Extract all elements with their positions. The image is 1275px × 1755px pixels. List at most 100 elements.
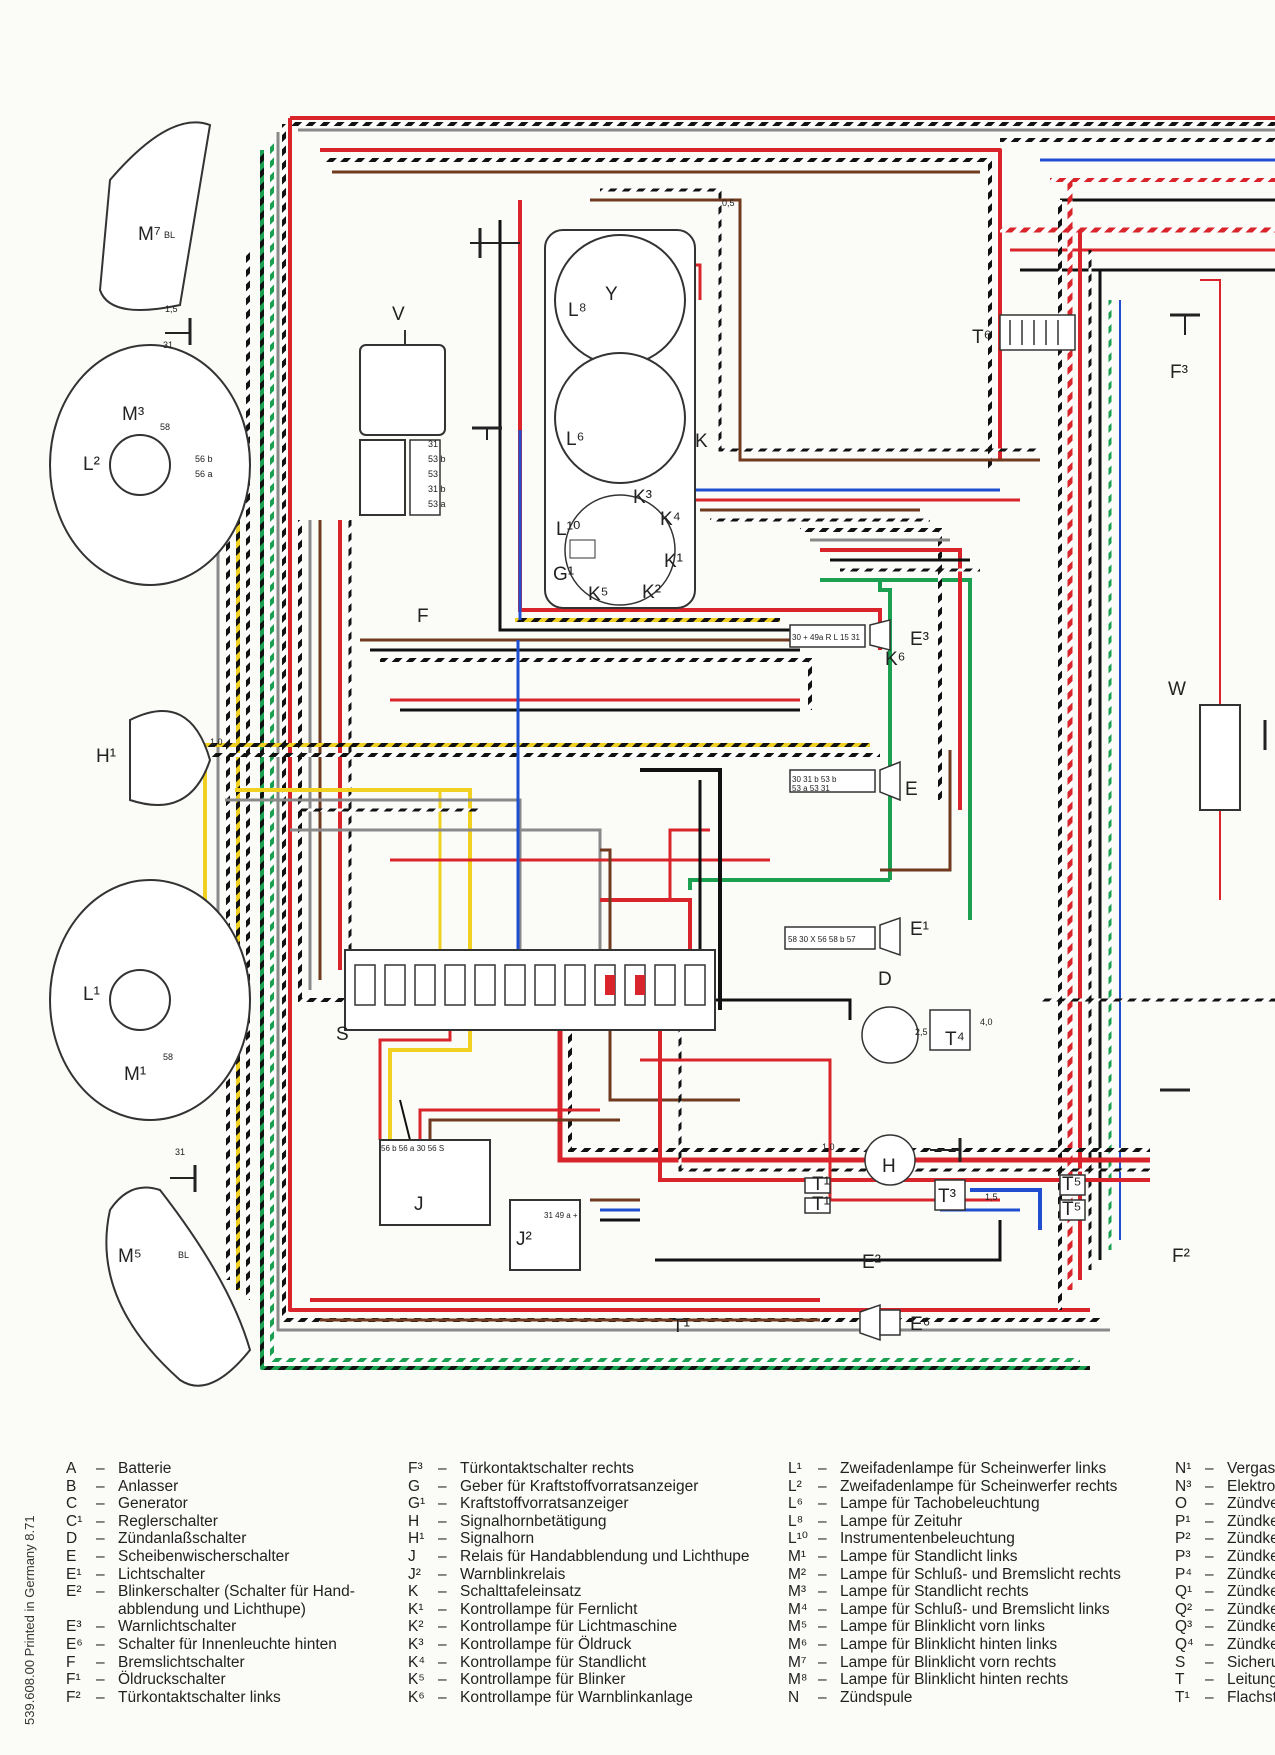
legend-item: E¹–Lichtschalter xyxy=(66,1566,355,1584)
legend-text: Lampe für Standlicht rechts xyxy=(840,1583,1029,1601)
legend-dash: – xyxy=(818,1635,827,1653)
legend-item: H–Signalhornbetätigung xyxy=(408,1513,750,1531)
pins-j: 56 b 56 a 30 56 S xyxy=(381,1144,444,1153)
label-K5: K⁵ xyxy=(588,584,609,605)
legend-code: F³ xyxy=(408,1460,423,1477)
label-J2: J² xyxy=(516,1229,532,1250)
legend-dash: – xyxy=(438,1600,447,1618)
legend-item: N³–Elektro xyxy=(1175,1478,1275,1496)
relays xyxy=(379,1139,581,1271)
legend-text: Kontrollampe für Blinker xyxy=(460,1671,626,1689)
legend-item: C–Generator xyxy=(66,1495,355,1513)
legend-code: L¹ xyxy=(788,1460,802,1477)
label-T6: T⁶ xyxy=(972,327,991,348)
legend-dash: – xyxy=(1205,1653,1214,1671)
legend-dash: – xyxy=(818,1583,827,1601)
legend-text: Bremslichtschalter xyxy=(118,1653,245,1671)
legend-item: E⁶–Schalter für Innenleuchte hinten xyxy=(66,1636,355,1654)
label-BL2: BL xyxy=(178,1250,189,1260)
legend-dash: – xyxy=(438,1688,447,1706)
legend-text: Lampe für Blinklicht hinten links xyxy=(840,1635,1058,1653)
legend-item: P²–Zündke xyxy=(1175,1530,1275,1548)
legend-item: P⁴–Zündke xyxy=(1175,1566,1275,1584)
legend-dash: – xyxy=(818,1477,827,1495)
legend-dash: – xyxy=(438,1565,447,1583)
legend-item: K¹–Kontrollampe für Fernlicht xyxy=(408,1601,750,1619)
legend-code: H xyxy=(408,1512,420,1530)
legend-item: Q²–Zündke xyxy=(1175,1601,1275,1619)
legend-item: A–Batterie xyxy=(66,1460,355,1478)
gauge-31-b: 31 xyxy=(175,1147,185,1157)
legend-text: Flachst xyxy=(1227,1688,1275,1706)
gauge-0-5: 0,5 xyxy=(722,198,735,208)
legend-item: H¹–Signalhorn xyxy=(408,1530,750,1548)
label-J: J xyxy=(414,1194,424,1215)
legend-text: Zündke xyxy=(1227,1512,1275,1530)
legend-dash: – xyxy=(438,1530,447,1548)
legend-item: K–Schalttafeleinsatz xyxy=(408,1583,750,1601)
label-K2: K² xyxy=(642,582,661,603)
legend-text: Vergas xyxy=(1227,1460,1275,1477)
label-K: K xyxy=(695,431,708,452)
cluster-wiring xyxy=(590,188,1040,810)
ignition-and-horn xyxy=(804,1006,1086,1221)
gauge-1-5: 1,5 xyxy=(165,304,178,314)
legend-text: Zweifadenlampe für Scheinwerfer links xyxy=(840,1460,1107,1477)
legend-dash: – xyxy=(818,1512,827,1530)
legend-code: N xyxy=(788,1688,800,1706)
legend-item: Q¹–Zündke xyxy=(1175,1583,1275,1601)
label-T1b: T¹ xyxy=(812,1194,830,1215)
legend-dash: – xyxy=(96,1477,105,1495)
legend-code: J² xyxy=(408,1565,421,1583)
legend-code: M⁸ xyxy=(788,1671,808,1689)
label-L1: L¹ xyxy=(83,984,100,1005)
legend-item: Q⁴–Zündke xyxy=(1175,1636,1275,1654)
legend-code: J xyxy=(408,1547,416,1565)
legend-code: F xyxy=(66,1653,76,1671)
legend-item: E²–Blinkerschalter (Schalter für Hand- xyxy=(66,1583,355,1601)
legend-item: M⁴–Lampe für Schluß- und Bremslicht link… xyxy=(788,1601,1121,1619)
legend-text: Blinkerschalter (Schalter für Hand- xyxy=(118,1583,355,1601)
gauge-31b: 31 b xyxy=(428,484,446,494)
label-K4: K⁴ xyxy=(660,509,681,530)
gauge-58-b: 58 xyxy=(163,1052,173,1062)
legend-item: G–Geber für Kraftstoffvorratsanzeiger xyxy=(408,1478,750,1496)
legend-dash: – xyxy=(96,1495,105,1513)
label-E6: E⁶ xyxy=(910,1314,931,1335)
central-wiring xyxy=(200,200,1221,1322)
legend-code: M⁵ xyxy=(788,1618,808,1636)
gauge-4-0: 4,0 xyxy=(980,1017,993,1027)
legend-code: C¹ xyxy=(66,1512,83,1530)
legend-text: Schalttafeleinsatz xyxy=(460,1583,582,1601)
label-E: E xyxy=(905,779,918,800)
label-G1: G¹ xyxy=(553,564,574,585)
legend-dash: – xyxy=(818,1688,827,1706)
legend-item: K⁶–Kontrollampe für Warnblinkanlage xyxy=(408,1689,750,1707)
label-M7: M⁷ xyxy=(138,224,161,245)
legend-dash: – xyxy=(1205,1477,1214,1495)
legend-dash: – xyxy=(1205,1688,1214,1706)
legend-item: K³–Kontrollampe für Öldruck xyxy=(408,1636,750,1654)
legend-text: Zündke xyxy=(1227,1547,1275,1565)
legend-text: Zündke xyxy=(1227,1530,1275,1548)
legend-dash: – xyxy=(438,1495,447,1513)
label-M5: M⁵ xyxy=(118,1246,142,1267)
legend-item: M⁸–Lampe für Blinklicht hinten rechts xyxy=(788,1671,1121,1689)
legend-dash: – xyxy=(1205,1600,1214,1618)
label-M1: M¹ xyxy=(124,1064,146,1085)
legend-code: A xyxy=(66,1460,77,1477)
label-V: V xyxy=(392,304,405,325)
legend-dash: – xyxy=(438,1618,447,1636)
gauge-53: 53 xyxy=(428,469,438,479)
legend-text: Zündspule xyxy=(840,1688,913,1706)
legend-code: L⁶ xyxy=(788,1495,804,1513)
legend-code: K⁴ xyxy=(408,1653,425,1671)
legend-text: Lampe für Tachobeleuchtung xyxy=(840,1495,1040,1513)
legend-item: E–Scheibenwischerschalter xyxy=(66,1548,355,1566)
legend-item: K⁴–Kontrollampe für Standlicht xyxy=(408,1654,750,1672)
label-T5a: T⁵ xyxy=(1062,1174,1081,1195)
legend-code: O xyxy=(1175,1495,1188,1513)
legend-text: Warnlichtschalter xyxy=(118,1618,237,1636)
